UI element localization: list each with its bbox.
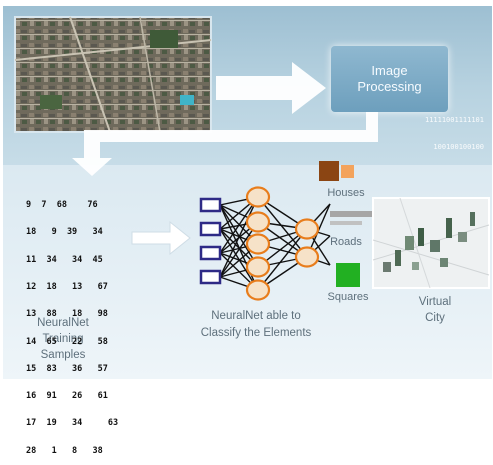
virtual-label-line1: Virtual [419, 296, 451, 308]
virtual-label-line2: City [425, 312, 445, 324]
training-label-line1: NeuralNet [37, 317, 90, 329]
neuron-node [245, 211, 271, 233]
connection-line [219, 196, 259, 254]
input-node [199, 269, 222, 285]
house-dark-swatch [319, 161, 339, 181]
binary-data-text: 11111001111101 100100100100 [404, 98, 484, 161]
training-label-line2: Training [42, 333, 83, 345]
connection-line [219, 196, 259, 278]
arrow-right-icon [131, 220, 191, 256]
neural-network [199, 186, 331, 301]
square-swatch [336, 263, 360, 287]
sample-row: 11 34 34 45 [26, 254, 103, 265]
input-node [199, 245, 222, 261]
training-samples-table: 9 7 68 76 18 9 39 34 11 34 34 45 12 18 1… [26, 183, 122, 465]
sample-row: 15 83 36 57 [26, 363, 108, 374]
squares-label: Squares [328, 291, 369, 303]
sample-row: 13 88 18 98 [26, 309, 108, 320]
arrow-right-icon [216, 62, 326, 114]
connection-line [257, 228, 308, 291]
connection-line [257, 196, 308, 258]
neuron-node [245, 279, 271, 301]
training-label-line3: Samples [41, 349, 86, 361]
classify-label-line2: Classify the Elements [201, 327, 312, 339]
sample-row: 17 19 34 63 [26, 418, 119, 429]
sample-row: 28 1 8 38 [26, 445, 103, 456]
input-node [199, 197, 222, 213]
sample-row: 14 65 22 58 [26, 336, 108, 347]
binary-line: 100100100100 [433, 143, 484, 151]
aerial-photo-image [14, 16, 212, 133]
classify-label-line1: NeuralNet able to [211, 310, 301, 322]
diagram-canvas: NeuralNet Training Samples NeuralNet abl… [3, 6, 492, 379]
house-light-swatch [341, 165, 354, 178]
neuron-node [245, 256, 271, 278]
neuron-node [294, 218, 320, 240]
image-processing-label: Image Processing [357, 63, 422, 94]
neuron-node [294, 246, 320, 268]
houses-label: Houses [327, 187, 365, 199]
sample-row: 16 91 26 61 [26, 391, 108, 402]
virtual-city-image [372, 197, 490, 289]
roads-label: Roads [330, 236, 362, 248]
binary-line: 11111001111101 [424, 116, 484, 124]
sample-row: 12 18 13 67 [26, 282, 108, 293]
input-node [199, 221, 222, 237]
road-swatch-thin [330, 221, 362, 225]
sample-row: 18 9 39 34 [26, 227, 103, 238]
image-processing-box: Image Processing [331, 46, 448, 112]
neuron-node [245, 186, 271, 208]
sample-row: 9 7 68 76 [26, 200, 98, 211]
road-swatch [330, 211, 374, 217]
neuron-node [245, 233, 271, 255]
connection-line [219, 221, 259, 278]
